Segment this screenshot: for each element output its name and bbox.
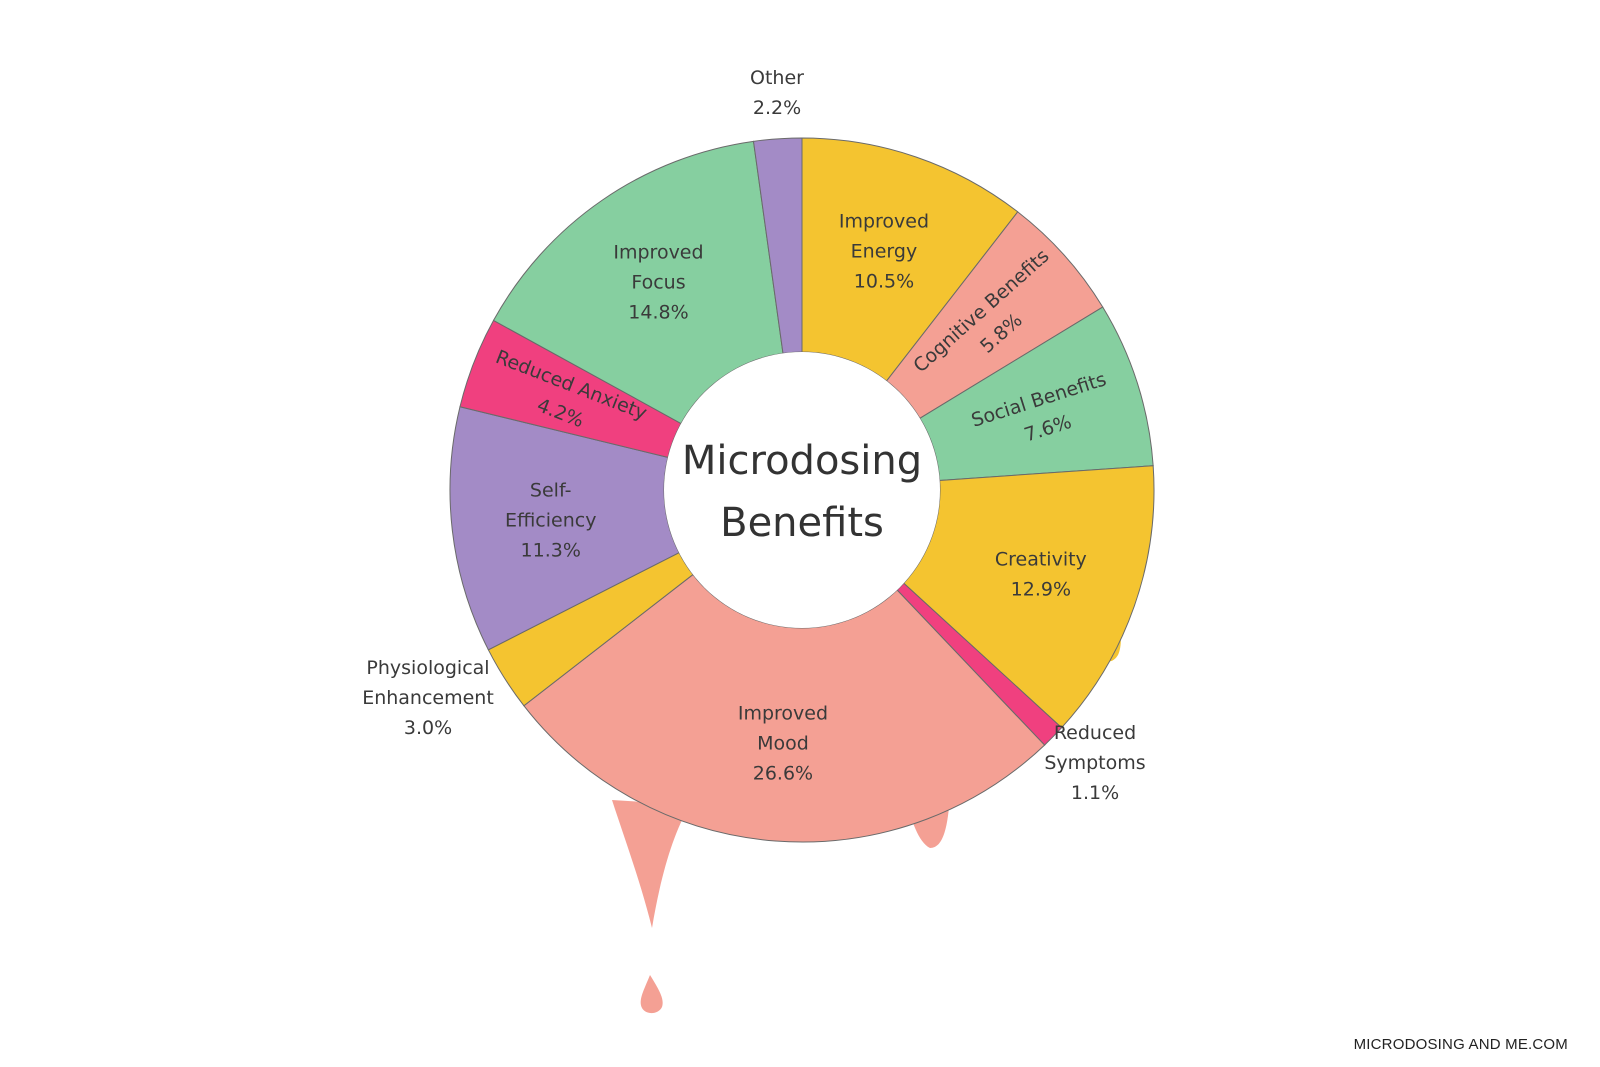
drip-drop [640,975,663,1014]
chart-title-line-2: Benefits [720,500,884,546]
drip-long [612,800,690,928]
donut-center [664,352,940,628]
site-credit: MICRODOSING AND ME.COM [1353,1036,1568,1053]
chart-slices [449,137,1155,843]
chart-title-line-1: Microdosing [682,438,922,484]
